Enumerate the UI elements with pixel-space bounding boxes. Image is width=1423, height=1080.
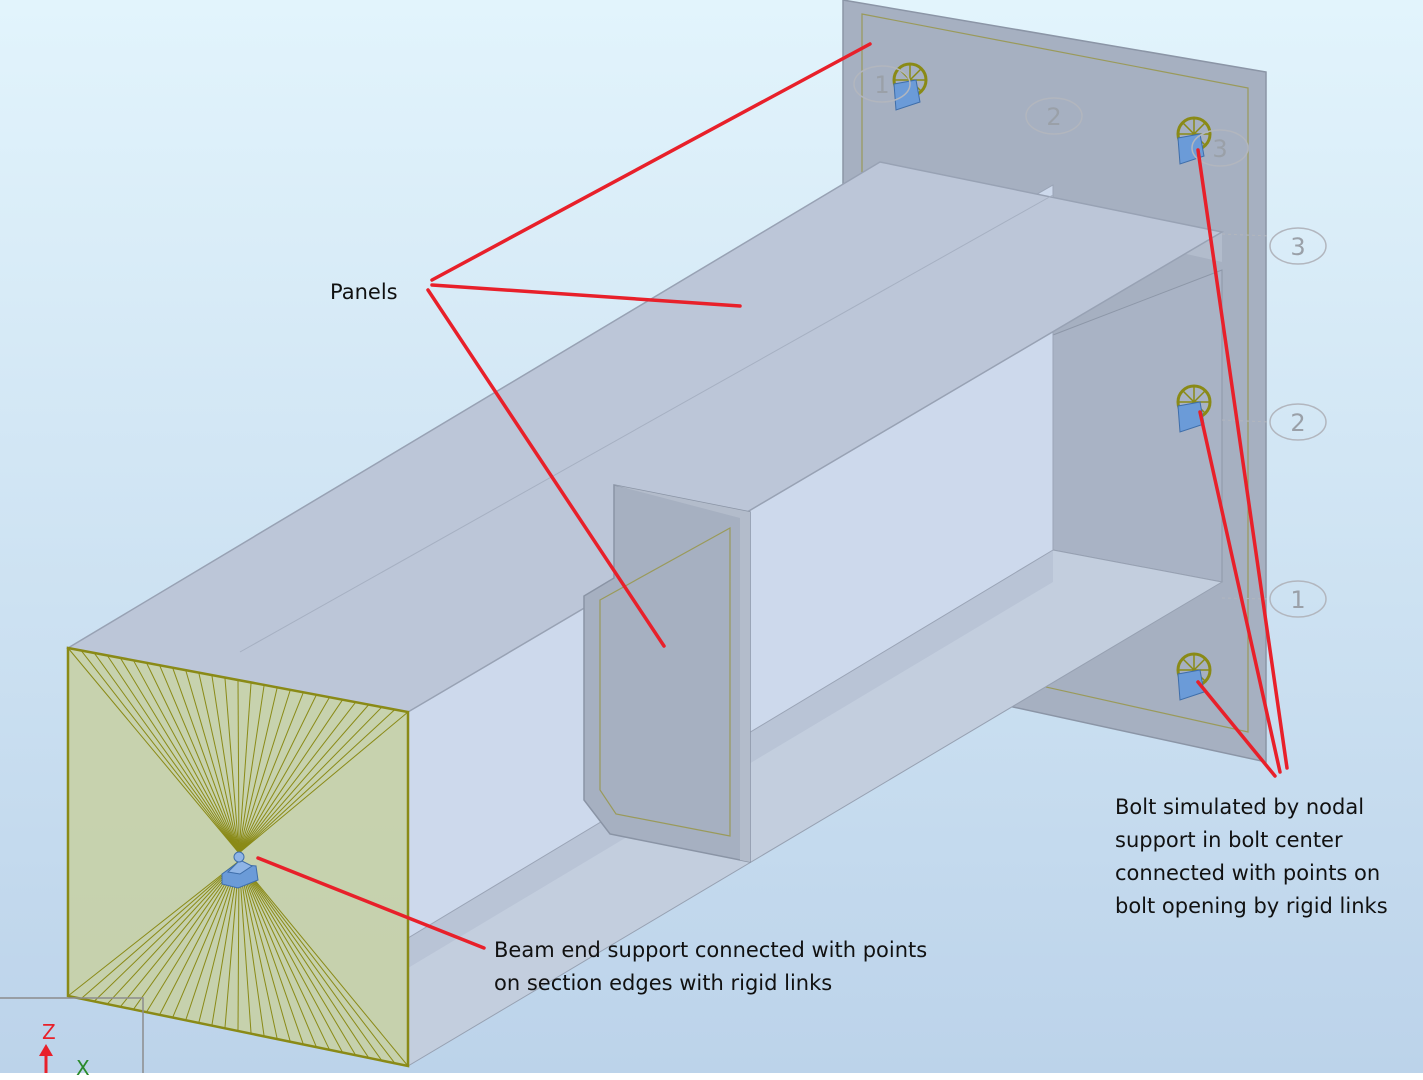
vertical-grid-bubble: 3 bbox=[1191, 129, 1249, 167]
stiffener-contour bbox=[599, 526, 731, 837]
rigid-link bbox=[238, 692, 304, 854]
bolt-annotation-line: connected with points on bbox=[1115, 861, 1381, 885]
rigid-link bbox=[238, 860, 344, 1053]
leader-panels-endplate bbox=[430, 42, 872, 282]
rigid-link bbox=[185, 860, 240, 1021]
rigid-link bbox=[159, 860, 240, 1016]
rigid-link bbox=[119, 657, 240, 854]
nodal-support-icon[interactable] bbox=[221, 851, 259, 889]
rigid-links bbox=[67, 647, 409, 1067]
horizontal-grid-bubble: 3 bbox=[1269, 227, 1327, 265]
rigid-link bbox=[198, 860, 240, 1024]
rigid-link bbox=[106, 655, 240, 854]
grid-line bbox=[1221, 597, 1271, 600]
rigid-link bbox=[238, 860, 317, 1048]
rigid-link bbox=[238, 860, 409, 1067]
rigid-link bbox=[238, 689, 291, 854]
rigid-link bbox=[67, 647, 240, 854]
grid-bubble-label: 2 bbox=[1046, 103, 1061, 131]
axis-z-label: Z bbox=[42, 1020, 56, 1044]
rigid-link bbox=[238, 706, 383, 854]
grid-bubble-label: 3 bbox=[1290, 233, 1305, 261]
rigid-link bbox=[211, 860, 240, 1026]
rigid-link bbox=[67, 860, 240, 997]
rigid-link bbox=[80, 860, 240, 1000]
rigid-link bbox=[80, 650, 240, 854]
rigid-link bbox=[238, 860, 330, 1051]
rigid-link bbox=[238, 694, 317, 854]
leader-panels-stiffener bbox=[426, 288, 666, 648]
rigid-link bbox=[132, 860, 240, 1010]
rigid-link bbox=[238, 687, 278, 854]
bolt-annotation-line: Bolt simulated by nodal bbox=[1115, 795, 1365, 819]
rigid-link bbox=[238, 860, 265, 1037]
bolt-annotation: Bolt simulated by nodal support in bolt … bbox=[1115, 791, 1388, 923]
grid-bubble-label: 3 bbox=[1212, 135, 1227, 163]
rigid-link bbox=[93, 860, 240, 1002]
rigid-link bbox=[238, 860, 304, 1045]
rigid-link bbox=[198, 672, 240, 854]
rigid-link bbox=[106, 860, 240, 1005]
bolt-annotation-line: bolt opening by rigid links bbox=[1115, 894, 1388, 918]
bolt-support-icon[interactable] bbox=[892, 62, 928, 111]
rigid-link bbox=[238, 684, 265, 854]
rigid-link bbox=[238, 682, 252, 854]
leader-lines bbox=[256, 42, 1289, 950]
rigid-link bbox=[172, 667, 240, 854]
bolt-annotation-line: support in bolt center bbox=[1115, 828, 1343, 852]
rigid-link bbox=[238, 704, 370, 854]
rigid-link bbox=[238, 860, 396, 1064]
rigid-link bbox=[237, 679, 240, 854]
grid-line bbox=[1221, 233, 1271, 237]
leader-panels-flange bbox=[430, 283, 742, 308]
rigid-link bbox=[238, 860, 383, 1061]
rigid-link bbox=[238, 701, 357, 854]
rigid-link bbox=[238, 699, 344, 854]
rigid-link bbox=[238, 860, 252, 1034]
grid-bubble-label: 2 bbox=[1290, 409, 1305, 437]
rigid-link bbox=[159, 665, 240, 854]
beam-end-annotation-line: on section edges with rigid links bbox=[494, 971, 833, 995]
rigid-link bbox=[238, 709, 396, 854]
vertical-grid-bubble: 1 bbox=[853, 65, 911, 103]
rigid-link bbox=[237, 860, 240, 1032]
leader-bolt-bottom bbox=[1196, 680, 1277, 778]
rigid-link bbox=[238, 696, 330, 854]
rigid-link bbox=[211, 675, 240, 854]
rigid-link bbox=[224, 677, 240, 854]
axis-x-label: X bbox=[76, 1056, 90, 1080]
beam-end-annotation: Beam end support connected with points o… bbox=[494, 934, 927, 1000]
rigid-link bbox=[238, 860, 278, 1040]
rigid-link bbox=[172, 860, 240, 1018]
beam-end-annotation-line: Beam end support connected with points bbox=[494, 938, 928, 962]
rigid-link bbox=[146, 662, 240, 854]
leader-beam-end bbox=[256, 856, 486, 950]
rigid-link bbox=[238, 860, 370, 1059]
rigid-link bbox=[185, 670, 240, 854]
grid-bubble-label: 1 bbox=[1290, 586, 1305, 614]
leader-bolt-top bbox=[1196, 148, 1289, 770]
axis-triad-icon bbox=[0, 997, 144, 1073]
panels-label: Panels bbox=[330, 280, 398, 304]
rigid-link bbox=[238, 711, 409, 854]
rigid-link bbox=[238, 860, 291, 1042]
rigid-link bbox=[146, 860, 240, 1013]
rigid-link bbox=[119, 860, 240, 1008]
vertical-grid-bubble: 2 bbox=[1025, 97, 1083, 135]
top-flange-edge-line bbox=[239, 194, 1054, 653]
rigid-link bbox=[93, 652, 240, 854]
rigid-link bbox=[224, 860, 240, 1029]
rigid-link bbox=[132, 660, 240, 854]
grid-bubble-label: 1 bbox=[874, 71, 889, 99]
rigid-link bbox=[238, 860, 357, 1056]
leader-bolt-middle bbox=[1198, 410, 1282, 774]
bolt-support-icon[interactable] bbox=[1176, 384, 1212, 433]
grid-line bbox=[1221, 419, 1271, 423]
